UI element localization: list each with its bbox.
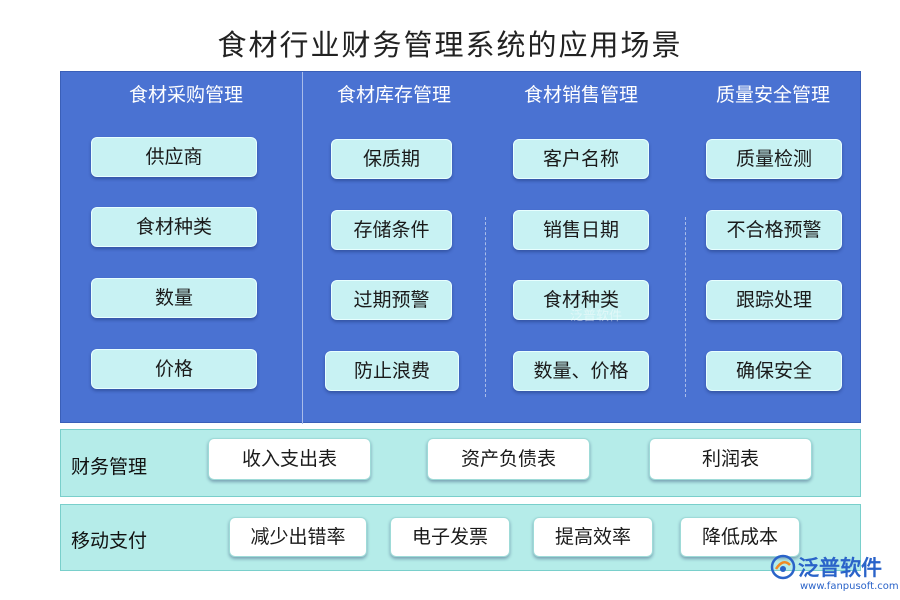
purchase-item-category: 食材种类 — [91, 207, 257, 247]
column-divider-dashed — [685, 217, 686, 397]
finance-item-income: 收入支出表 — [208, 438, 371, 480]
brand-logo-icon — [770, 554, 796, 580]
modules-panel: 食材采购管理 食材库存管理 食材销售管理 质量安全管理 供应商 食材种类 数量 … — [60, 71, 861, 424]
diagram-title: 食材行业财务管理系统的应用场景 — [217, 28, 683, 62]
sales-item-quantity-price: 数量、价格 — [513, 351, 649, 391]
brand-logo-url: www.fanpusoft.com — [800, 581, 899, 592]
mobile-payment-band: 移动支付 减少出错率 电子发票 提高效率 降低成本 — [60, 504, 861, 571]
sales-item-customer: 客户名称 — [513, 139, 649, 179]
purchase-item-price: 价格 — [91, 349, 257, 389]
column-divider — [302, 72, 303, 424]
column-heading-quality: 质量安全管理 — [715, 84, 830, 106]
quality-item-safety: 确保安全 — [706, 351, 842, 391]
brand-logo: 泛普软件 www.fanpusoft.com — [770, 552, 899, 596]
column-heading-purchase: 食材采购管理 — [128, 84, 243, 106]
finance-label: 财务管理 — [71, 456, 148, 478]
inventory-item-shelf-life: 保质期 — [331, 139, 452, 179]
quality-item-nonconformity-alert: 不合格预警 — [706, 210, 842, 250]
purchase-item-supplier: 供应商 — [91, 137, 257, 177]
column-heading-sales: 食材销售管理 — [523, 84, 638, 106]
inventory-item-storage: 存储条件 — [331, 210, 452, 250]
quality-item-tracking: 跟踪处理 — [706, 280, 842, 320]
mobile-item-efficiency: 提高效率 — [533, 517, 653, 557]
mobile-item-error-reduction: 减少出错率 — [229, 517, 367, 557]
quality-item-inspection: 质量检测 — [706, 139, 842, 179]
finance-item-profit: 利润表 — [649, 438, 812, 480]
mobile-item-cost-reduction: 降低成本 — [680, 517, 800, 557]
column-divider-dashed — [485, 217, 486, 397]
mobile-payment-label: 移动支付 — [71, 530, 148, 552]
finance-item-balance-sheet: 资产负债表 — [427, 438, 590, 480]
brand-logo-name: 泛普软件 — [798, 556, 882, 580]
column-heading-inventory: 食材库存管理 — [336, 84, 451, 106]
watermark: 泛普软件 — [570, 309, 623, 324]
purchase-item-quantity: 数量 — [91, 278, 257, 318]
finance-band: 财务管理 收入支出表 资产负债表 利润表 — [60, 429, 861, 497]
sales-item-category: 食材种类 — [513, 280, 649, 320]
inventory-item-expiry-alert: 过期预警 — [331, 280, 452, 320]
mobile-item-e-invoice: 电子发票 — [390, 517, 510, 557]
inventory-item-waste: 防止浪费 — [325, 351, 459, 391]
sales-item-date: 销售日期 — [513, 210, 649, 250]
